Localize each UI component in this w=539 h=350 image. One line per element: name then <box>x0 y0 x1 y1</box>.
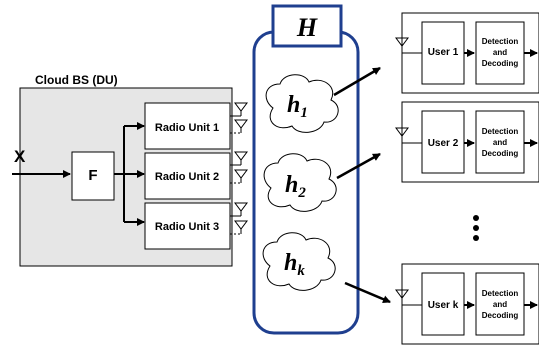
user-1-decoder-line-3: Decoding <box>482 59 519 68</box>
radio-unit-3-label: Radio Unit 3 <box>155 221 219 233</box>
radio-unit-1-antennas <box>230 102 248 134</box>
radio-unit-2-box <box>144 152 231 200</box>
channel-title-box <box>271 4 343 48</box>
user-2-box <box>421 110 465 174</box>
precoder-label: F <box>88 167 97 184</box>
radio-unit-1-box <box>144 102 231 150</box>
user-2-decoder-line-1: Detection <box>482 127 519 136</box>
channel-hk: hk <box>284 250 305 279</box>
user-2-label: User 2 <box>428 138 459 149</box>
channel-arrow-user-k <box>344 281 391 304</box>
user-k-label: User k <box>428 300 459 311</box>
precoder-block <box>71 151 115 201</box>
user-k-box <box>421 272 465 336</box>
user-1-box <box>421 21 465 85</box>
user-1-antenna-icon <box>395 37 422 54</box>
user-k-antenna-icon <box>395 289 422 306</box>
user-2-decoder-line-3: Decoding <box>482 149 519 158</box>
user-1-decoder-line-1: Detection <box>482 37 519 46</box>
channel-cloud-2 <box>263 153 337 212</box>
user-2-decoder-line-2: and <box>493 138 507 147</box>
user-2-antenna-icon <box>395 127 422 144</box>
user-1-label: User 1 <box>428 47 459 58</box>
user-k-decoder-line-1: Detection <box>482 289 519 298</box>
channel-title: H <box>296 13 318 42</box>
channel-arrow-user-1 <box>333 66 381 97</box>
ellipsis-dot-3 <box>473 235 479 241</box>
channel-h1: h1 <box>287 92 308 121</box>
user-k-decoder-line-2: and <box>493 300 507 309</box>
radio-unit-3-box <box>144 202 231 250</box>
user-k-decoder-box <box>475 272 525 336</box>
ellipsis-dot-2 <box>473 225 479 231</box>
channel-h2: h2 <box>285 172 306 201</box>
user-k-decoder-line-3: Decoding <box>482 311 519 320</box>
user-2-decoder-box <box>475 110 525 174</box>
channel-cloud-k <box>262 232 336 291</box>
input-x-label: X <box>14 147 26 166</box>
radio-unit-2-antennas <box>230 151 248 184</box>
radio-unit-2-label: Radio Unit 2 <box>155 171 219 183</box>
cloud-bs-label: Cloud BS (DU) <box>35 73 118 87</box>
radio-unit-1-label: Radio Unit 1 <box>155 122 219 134</box>
channel-arrow-user-2 <box>336 152 381 180</box>
user-1-decoder-line-2: and <box>493 48 507 57</box>
ellipsis-dot-1 <box>473 215 479 221</box>
radio-unit-3-antennas <box>230 202 248 235</box>
channel-cloud-1 <box>265 74 339 133</box>
